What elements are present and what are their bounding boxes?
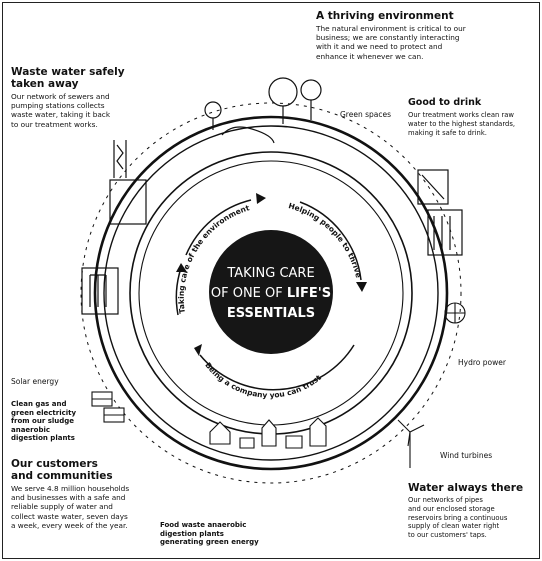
arrow-heads <box>176 193 367 356</box>
center-disc <box>209 230 333 354</box>
waste-water-line: Our network of sewers and <box>11 92 110 101</box>
customers-line: a week, every week of the year. <box>11 520 128 530</box>
sewer-pumping-station-icon <box>81 140 147 315</box>
outer-pipe-ring <box>93 115 449 471</box>
waste-water-line: to our treatment works. <box>11 119 98 129</box>
food-waste-line: digestion plants <box>160 529 224 538</box>
houses-icon <box>209 417 327 449</box>
clean-gas-text: Clean gas and green electricity from our… <box>11 400 91 443</box>
waste-water-text: Our network of sewers and pumping statio… <box>11 92 151 129</box>
ground-line <box>80 102 462 484</box>
wind-turbines-label: Wind turbines <box>440 451 493 460</box>
water-always-line: reservoirs bring a continuous <box>408 513 508 522</box>
clean-gas-line: Clean gas and <box>11 400 67 408</box>
good-to-drink-line: making it safe to drink. <box>408 128 487 137</box>
customers-heading-line: Our customers <box>11 458 98 470</box>
waste-water-block: Waste water safely taken away Our networ… <box>11 66 151 129</box>
thriving-line: with it and we need to protect and <box>316 42 443 52</box>
good-to-drink-line: water to the highest standards, <box>408 119 516 128</box>
thriving-line: enhance it whenever we can. <box>316 51 424 61</box>
waste-water-line: waste water, taking it back <box>11 110 111 120</box>
customers-line: collect waste water, seven days <box>11 511 128 521</box>
outer-pipe-ring-inner <box>103 125 439 461</box>
thriving-heading: A thriving environment <box>316 10 454 22</box>
clean-gas-line: digestion plants <box>11 434 75 443</box>
center-text-line1: TAKING CARE <box>226 266 314 281</box>
waste-water-heading-line: taken away <box>11 78 79 90</box>
center-text-line2: OF ONE OF LIFE'S <box>211 286 331 301</box>
good-to-drink-heading: Good to drink <box>408 97 482 108</box>
center-text-line3: ESSENTIALS <box>227 306 315 321</box>
good-to-drink-text: Our treatment works clean raw water to t… <box>408 111 540 137</box>
customers-text: We serve 4.8 million households and busi… <box>11 484 151 530</box>
food-waste-line: Food waste anaerobic <box>160 521 247 529</box>
good-to-drink-block: Good to drink Our treatment works clean … <box>408 97 540 137</box>
arc-label-trust: Being a company you can trust <box>203 361 323 400</box>
customers-line: We serve 4.8 million households <box>11 484 130 493</box>
clean-gas-block: Clean gas and green electricity from our… <box>11 398 91 443</box>
customers-line: and businesses with a safe and <box>11 493 126 503</box>
thriving-text: The natural environment is critical to o… <box>316 24 526 61</box>
food-waste-text: Food waste anaerobic digestion plants ge… <box>160 521 280 547</box>
clean-gas-line: anaerobic <box>11 425 50 434</box>
waste-water-heading-line: Waste water safely <box>11 66 125 78</box>
thriving-line: business; we are constantly interacting <box>316 33 460 43</box>
water-always-block: Water always there Our networks of pipes… <box>408 482 540 540</box>
center-text-line2-regular: OF ONE OF <box>211 286 283 301</box>
green-spaces-label: Green spaces <box>340 110 392 119</box>
hydro-power-label: Hydro power <box>458 358 506 367</box>
food-waste-line: generating green energy <box>160 538 259 547</box>
water-always-line: and our enclosed storage <box>408 504 495 513</box>
wind-turbine-icon <box>397 419 425 468</box>
treatment-works-icon <box>417 169 463 256</box>
hydro-power-icon <box>444 302 466 324</box>
customers-line: reliable supply of water and <box>11 502 113 512</box>
water-always-line: Our networks of pipes <box>408 496 483 504</box>
center-text-line2-bold: LIFE'S <box>287 286 331 301</box>
good-to-drink-line: Our treatment works clean raw <box>408 111 514 119</box>
solar-energy-label: Solar energy <box>11 377 59 386</box>
svg-text:Being a company you can trust: Being a company you can trust <box>203 361 323 400</box>
tree-icons <box>204 77 322 144</box>
water-always-line: supply of clean water right <box>408 522 500 531</box>
food-waste-block: Food waste anaerobic digestion plants ge… <box>160 519 280 547</box>
water-always-text: Our networks of pipes and our enclosed s… <box>408 496 540 540</box>
customers-block: Our customers and communities We serve 4… <box>11 458 151 530</box>
thriving-environment-block: A thriving environment The natural envir… <box>316 10 526 61</box>
clean-gas-line: green electricity <box>11 408 77 417</box>
water-always-heading: Water always there <box>408 482 524 494</box>
customers-heading-line: and communities <box>11 470 113 482</box>
thriving-line: The natural environment is critical to o… <box>316 24 466 33</box>
clean-gas-line: from our sludge <box>11 417 75 426</box>
water-always-line: to our customers' taps. <box>408 531 487 540</box>
solar-panel-icons <box>91 391 125 423</box>
waste-water-line: pumping stations collects <box>11 101 105 111</box>
